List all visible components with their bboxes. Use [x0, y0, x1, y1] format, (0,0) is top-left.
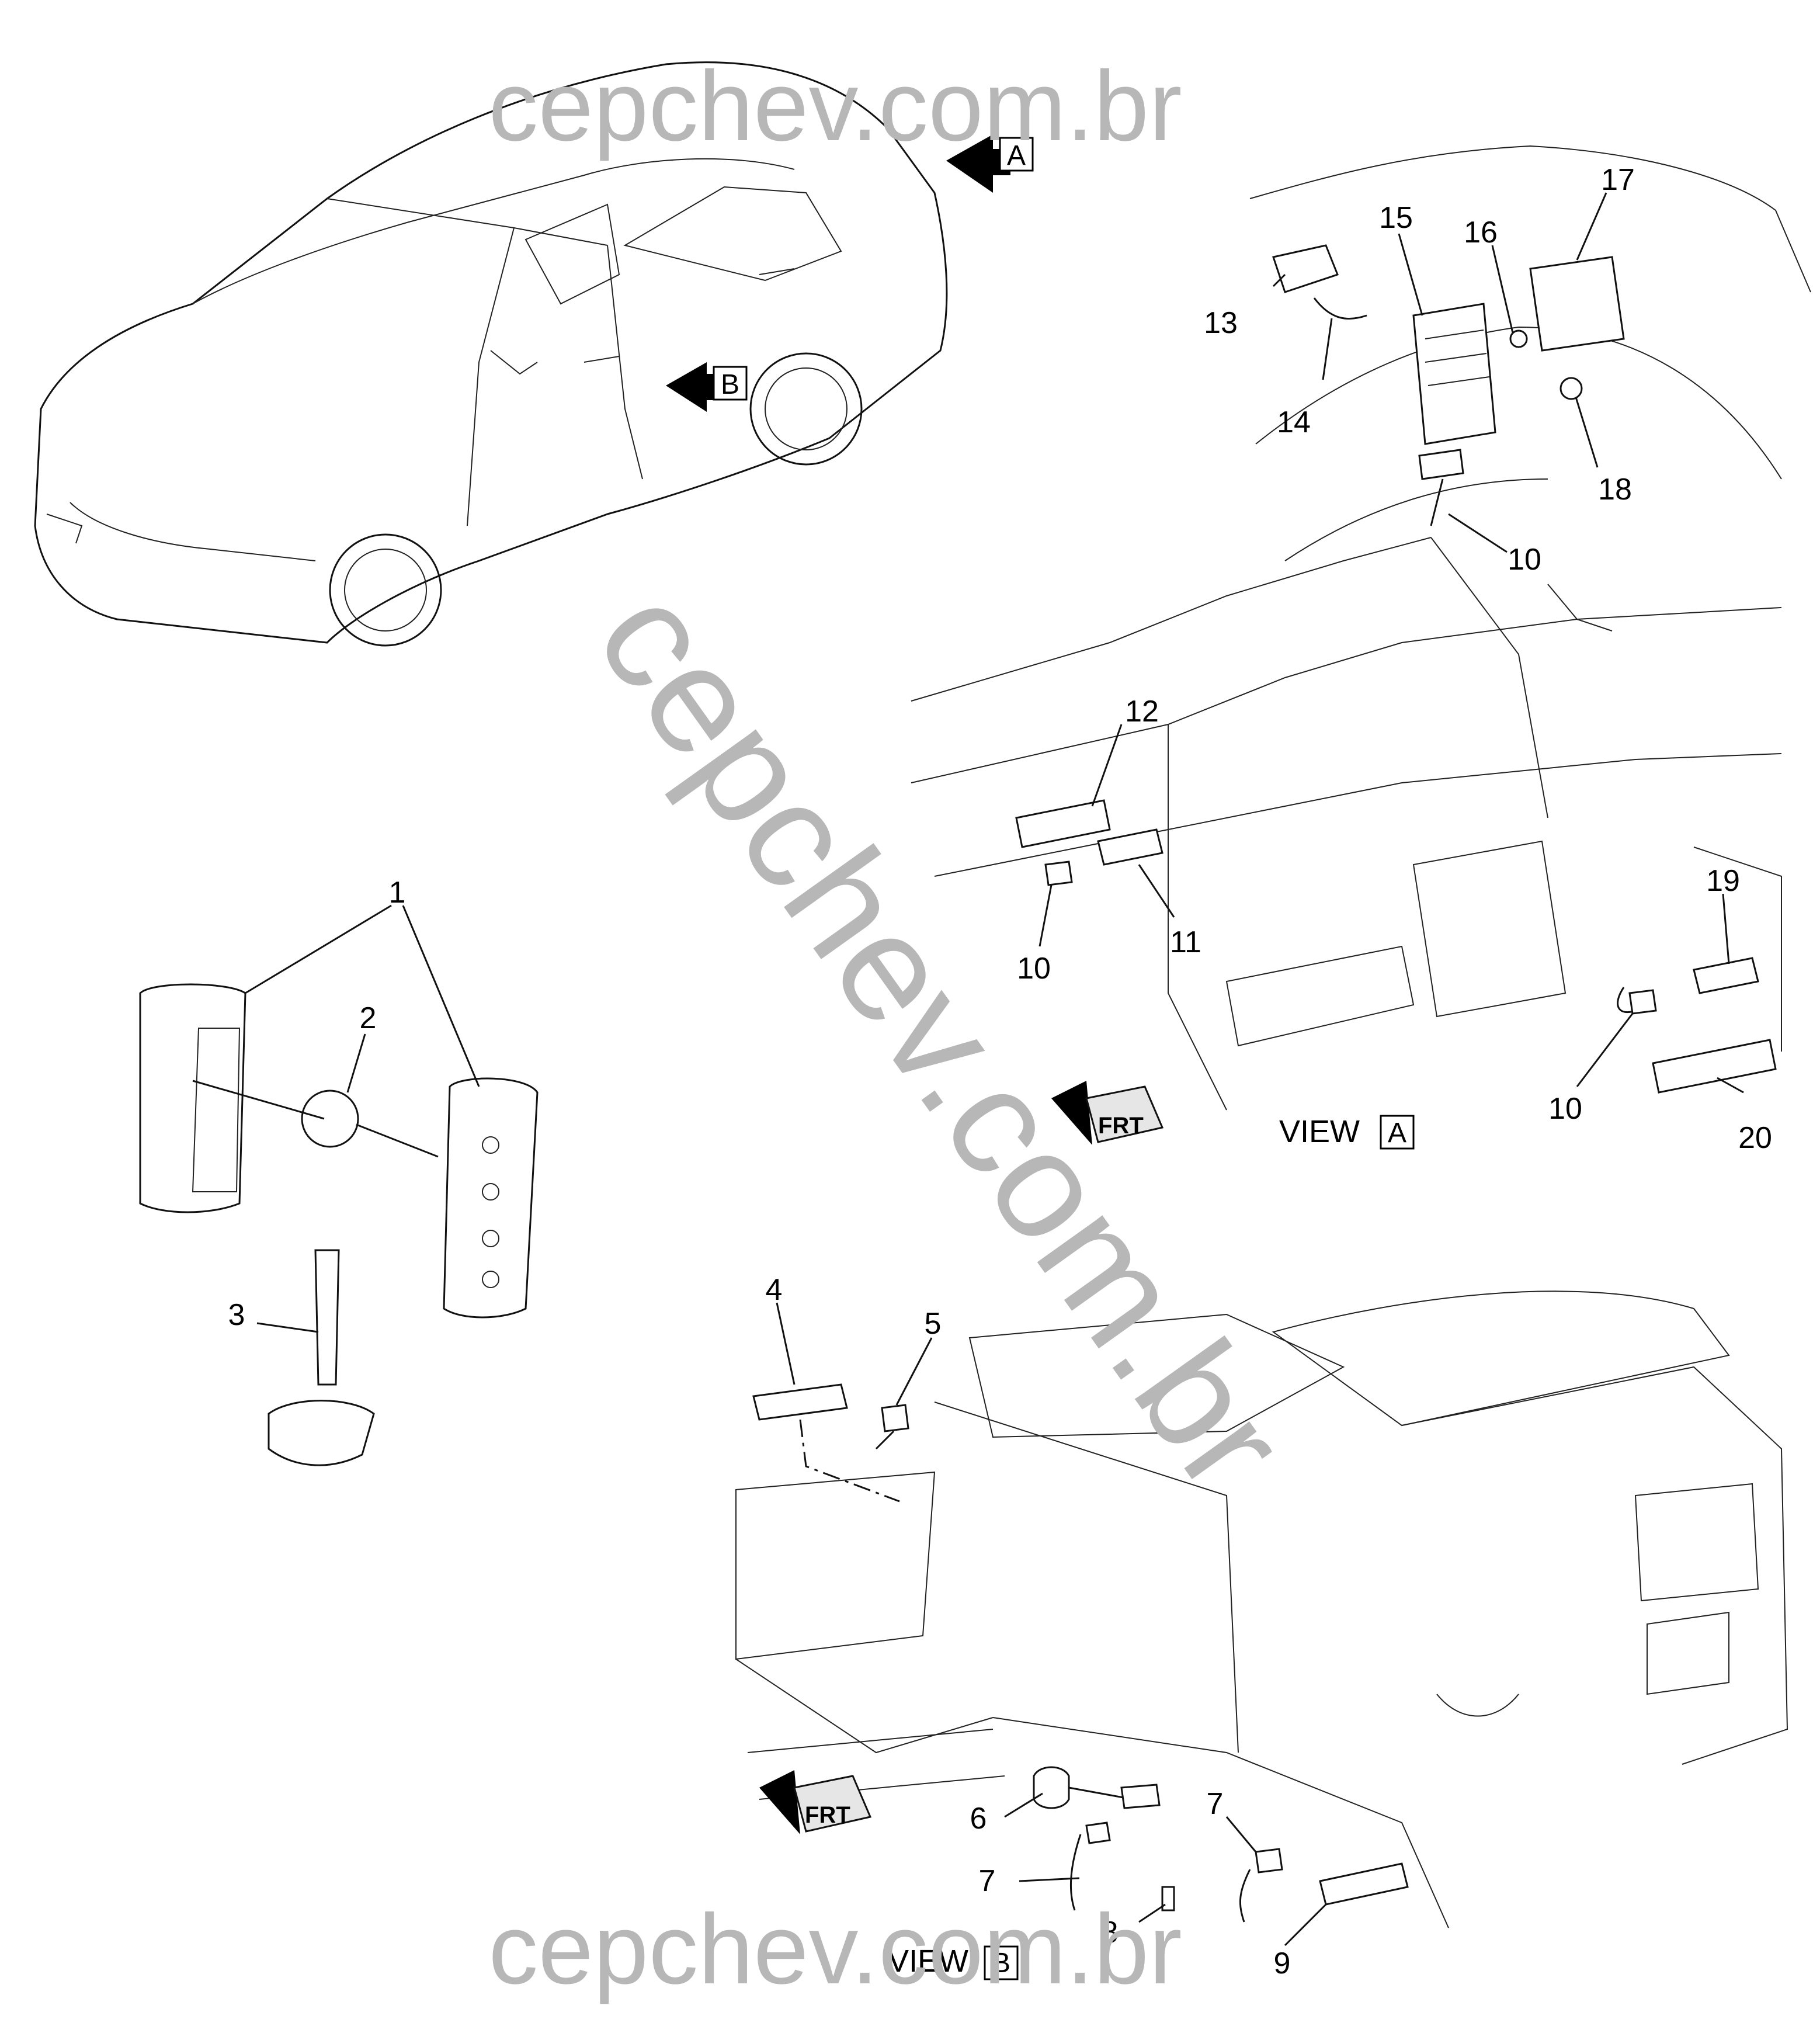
frt-label-view-a: FRT	[1098, 1113, 1144, 1139]
view-b-marker-letter: B	[721, 369, 739, 400]
callout-numbers: 1 2 3 4 5 6 7 7 8 9 10 10 10 11 12 13 14…	[228, 163, 1772, 1980]
callout-6: 6	[970, 1802, 987, 1836]
view-b-label-letter: B	[992, 1948, 1010, 1979]
watermark-top: cepchev.com.br	[488, 51, 1182, 162]
callout-5: 5	[925, 1307, 942, 1341]
callout-19: 19	[1706, 864, 1740, 898]
view-a-label-text: VIEW	[1279, 1114, 1360, 1149]
view-b-drawing: FRT	[735, 1290, 1788, 1928]
view-a-marker: A	[946, 134, 1034, 193]
view-b-label: VIEW B	[888, 1944, 1019, 1980]
callout-14: 14	[1277, 405, 1311, 439]
callout-18: 18	[1598, 473, 1632, 506]
callout-7-right: 7	[1207, 1787, 1224, 1821]
callout-11: 11	[1170, 925, 1201, 959]
callout-13: 13	[1204, 306, 1238, 340]
view-a-marker-letter: A	[1007, 140, 1026, 171]
leader-lines	[245, 192, 1744, 1947]
view-b-marker: B	[666, 362, 748, 412]
callout-20: 20	[1738, 1121, 1772, 1155]
callout-9: 9	[1274, 1947, 1291, 1980]
watermark-diagonal: cepchev.com.br	[564, 558, 1318, 1520]
vehicle-overview	[34, 61, 948, 647]
view-a-label-letter: A	[1388, 1118, 1406, 1149]
callout-1: 1	[389, 876, 406, 910]
callout-4: 4	[766, 1273, 783, 1307]
watermark-bottom: cepchev.com.br	[488, 1894, 1182, 2005]
view-a-drawing: FRT	[911, 145, 1811, 1145]
callout-10-right: 10	[1548, 1092, 1582, 1126]
key-fob-parts	[139, 983, 539, 1466]
watermarks: cepchev.com.br cepchev.com.br cepchev.co…	[488, 51, 1318, 2005]
callout-3: 3	[228, 1298, 245, 1332]
callout-7-left: 7	[979, 1864, 996, 1898]
view-a-label: VIEW A	[1279, 1114, 1415, 1150]
callout-10-left: 10	[1017, 952, 1051, 986]
callout-8: 8	[1102, 1916, 1119, 1949]
frt-label-view-b: FRT	[805, 1802, 850, 1828]
callout-17: 17	[1601, 163, 1635, 197]
callout-2: 2	[360, 1001, 377, 1035]
callout-12: 12	[1125, 695, 1159, 728]
callout-16: 16	[1464, 216, 1498, 249]
view-b-label-text: VIEW	[888, 1944, 968, 1979]
callout-10-top: 10	[1508, 543, 1541, 577]
callout-15: 15	[1379, 201, 1413, 235]
